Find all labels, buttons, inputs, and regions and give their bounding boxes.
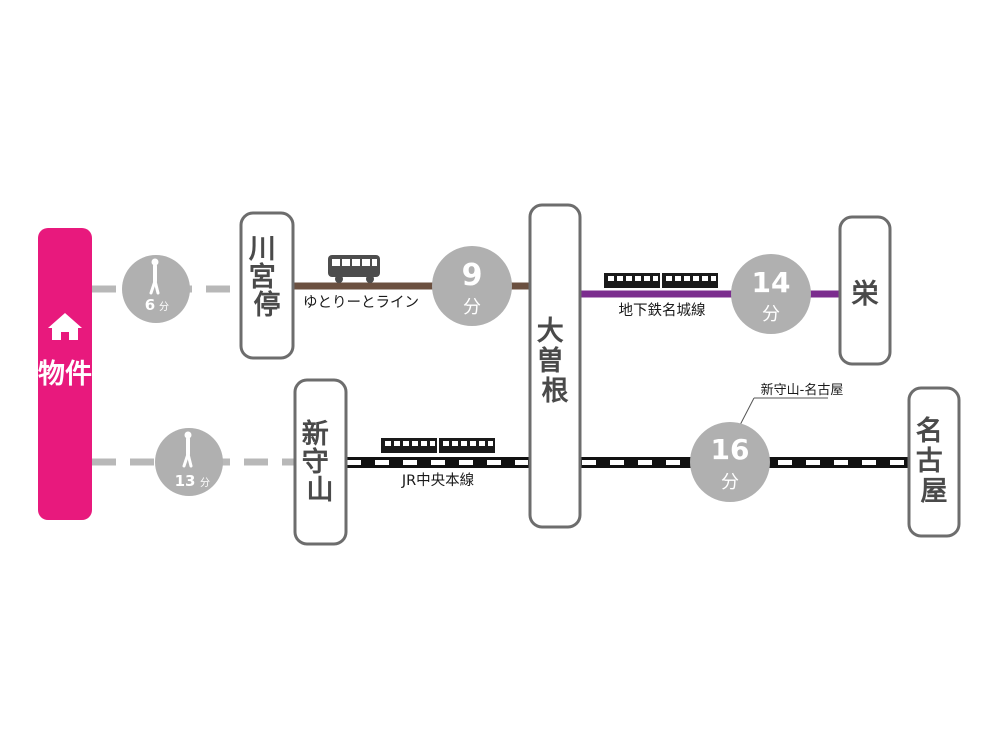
station-char: 曽: [537, 345, 564, 377]
station-label: 栄: [851, 279, 880, 310]
station-nagoya: 名 古 屋: [907, 386, 961, 538]
origin-property: 物件: [38, 228, 92, 520]
ride-minutes: 14: [752, 266, 791, 299]
walk-minutes: 6: [145, 296, 155, 314]
station-box: [838, 215, 892, 366]
station-ozone: 大 曽 根: [528, 203, 582, 529]
station-char: 新: [302, 418, 329, 450]
station-box: [528, 203, 582, 529]
ride-unit: 分: [463, 297, 481, 318]
station-box: [293, 378, 348, 546]
note-leader-line: [738, 397, 755, 428]
origin-label: 物件: [38, 359, 92, 390]
ride-minutes: 9: [462, 258, 483, 293]
station-char: 名: [916, 415, 943, 447]
station-char: 川: [249, 234, 276, 265]
walking-person-icon: [149, 258, 160, 295]
origin-box: [38, 228, 92, 520]
station-box: [907, 386, 961, 538]
ride-time-shinmoriyama-nagoya: 新守山-名古屋 16 分: [690, 382, 843, 502]
station-kawamiyatei: 川 宮 停: [239, 211, 295, 360]
station-char: 根: [542, 376, 569, 407]
line-jr-chuo: [345, 457, 530, 468]
station-char: 守: [302, 446, 329, 478]
walk-time-6: 6 分: [122, 255, 190, 323]
station-char: 宮: [249, 261, 276, 293]
station-label: 新 守 山: [302, 418, 338, 506]
station-label: 川 宮 停: [249, 234, 285, 321]
walk-unit: 分: [200, 477, 210, 489]
bus-icon: [328, 255, 380, 283]
ride-time-yutori: 9 分: [432, 246, 512, 326]
house-icon: [48, 313, 82, 340]
walking-person-icon: [182, 431, 193, 468]
walk-unit: 分: [159, 301, 169, 313]
station-label: 大 曽 根: [537, 316, 573, 407]
walk-time-13: 13 分: [155, 428, 223, 496]
station-char: 山: [307, 475, 334, 506]
ride-unit: 分: [721, 472, 739, 493]
ride-time-circle: [690, 422, 770, 502]
ride-time-circle: [731, 254, 811, 334]
station-char: 古: [916, 446, 943, 477]
station-char: 大: [537, 316, 564, 347]
station-shinmoriyama: 新 守 山: [293, 378, 348, 546]
ride-time-meijo: 14 分: [731, 254, 811, 334]
station-box: [239, 211, 295, 360]
ride-minutes: 16: [711, 433, 750, 466]
train-icon: [381, 438, 495, 453]
line-label-jr-chuo: JR中央本線: [401, 472, 474, 489]
station-sakae: 栄: [838, 215, 892, 366]
ride-unit: 分: [762, 304, 780, 325]
train-icon: [604, 273, 718, 288]
walk-minutes: 13: [175, 472, 196, 490]
ride-time-circle: [432, 246, 512, 326]
station-label: 名 古 屋: [916, 415, 952, 507]
line-label-yutori: ゆとりーとライン: [303, 294, 419, 311]
line-label-meijo: 地下鉄名城線: [619, 302, 706, 319]
station-char: 停: [254, 289, 281, 321]
route-note: 新守山-名古屋: [761, 382, 844, 398]
station-char: 屋: [921, 476, 948, 507]
